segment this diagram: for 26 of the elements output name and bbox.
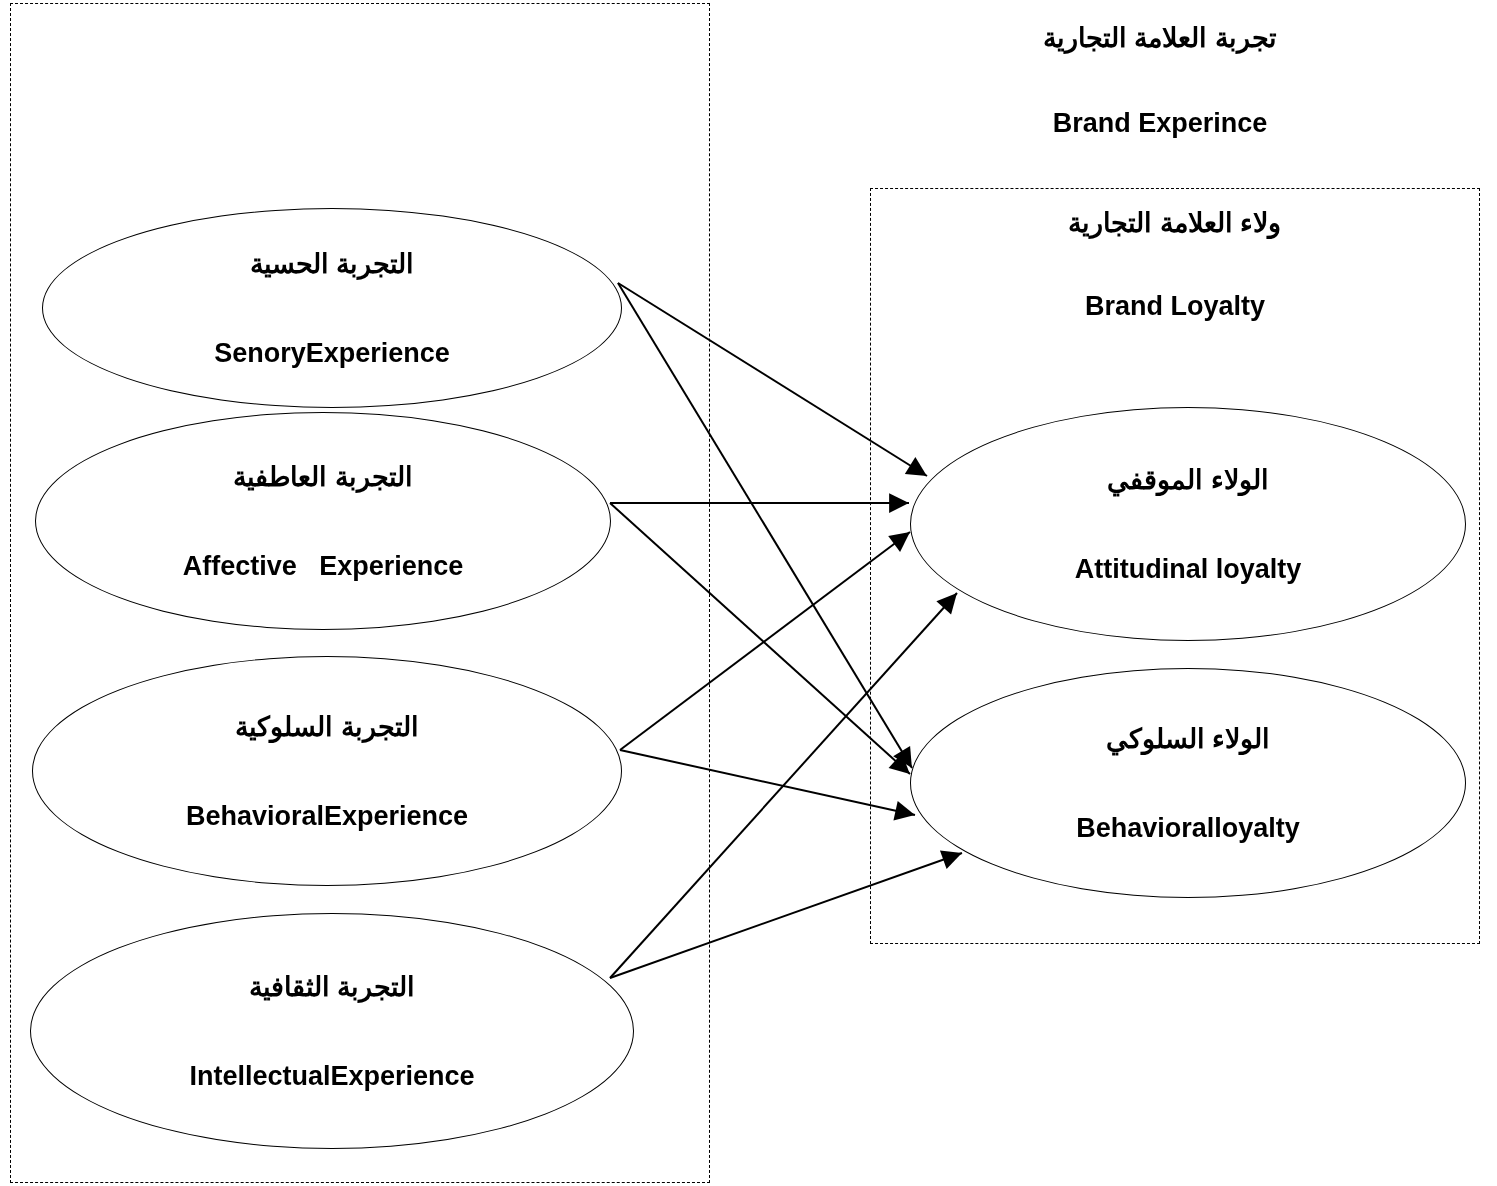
node-label: التجربة العاطفية	[233, 460, 413, 493]
node-label: BehavioralExperience	[185, 800, 469, 832]
dashed-group-box	[870, 188, 1480, 944]
node-label: الولاء الموقفي	[1107, 463, 1269, 496]
group-heading: Brand Loyalty	[1083, 291, 1266, 322]
node-label: التجربة السلوكية	[235, 710, 419, 743]
node-label: Attitudinal loyalty	[1074, 553, 1302, 585]
node-label: IntellectualExperience	[189, 1060, 475, 1092]
dashed-group-box	[10, 3, 710, 1183]
node-label: Affective Experience	[182, 550, 464, 582]
arrow	[609, 850, 963, 979]
node-label: Behavioralloyalty	[1076, 812, 1300, 844]
node-label: الولاء السلوكي	[1105, 722, 1271, 755]
arrow	[617, 282, 913, 769]
group-heading: ولاء العلامة التجارية	[1067, 207, 1283, 239]
arrow	[619, 749, 916, 821]
arrow	[609, 493, 910, 513]
heading: تجربة العلامة التجارية	[1042, 22, 1278, 54]
node-label: SenoryExperience	[214, 337, 450, 369]
heading: Brand Experince	[1051, 108, 1269, 139]
node-label: التجربة الحسية	[249, 247, 415, 280]
node-label: التجربة الثقافية	[248, 970, 416, 1003]
arrow	[619, 531, 911, 751]
arrow	[617, 282, 928, 477]
arrow	[609, 502, 911, 775]
arrow	[609, 592, 958, 979]
